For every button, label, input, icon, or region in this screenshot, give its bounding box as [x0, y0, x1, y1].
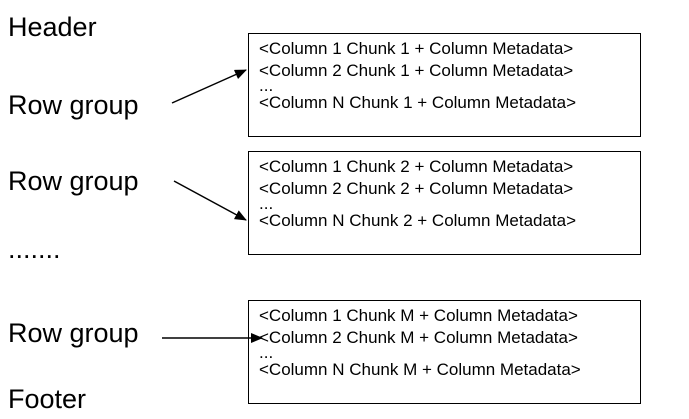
arrow-row-group-1: [171, 69, 247, 104]
arrow-row-group-2: [173, 180, 247, 221]
row-group-box-1: <Column 1 Chunk 1 + Column Metadata> <Co…: [248, 33, 641, 137]
box-1-line-4: <Column N Chunk 1 + Column Metadata>: [259, 93, 577, 112]
box-2-line-1: <Column 1 Chunk 2 + Column Metadata>: [259, 157, 574, 176]
box-2-line-2: <Column 2 Chunk 2 + Column Metadata>: [259, 179, 574, 198]
box-1-line-2: <Column 2 Chunk 1 + Column Metadata>: [259, 61, 574, 80]
header-label: Header: [8, 12, 97, 42]
box-3-line-2: <Column 2 Chunk M + Column Metadata>: [259, 328, 578, 347]
row-group-box-2: <Column 1 Chunk 2 + Column Metadata> <Co…: [248, 151, 641, 255]
row-group-label-2: Row group: [8, 166, 139, 196]
row-group-label-1: Row group: [8, 90, 139, 120]
row-group-label-3: Row group: [8, 318, 139, 348]
box-1-line-3: ...: [259, 76, 274, 95]
footer-label: Footer: [8, 384, 87, 414]
box-1-line-1: <Column 1 Chunk 1 + Column Metadata>: [259, 39, 574, 58]
row-group-box-3: <Column 1 Chunk M + Column Metadata> <Co…: [248, 300, 641, 404]
box-3-line-1: <Column 1 Chunk M + Column Metadata>: [259, 306, 578, 325]
ellipsis-label: .......: [8, 234, 61, 264]
box-2-line-4: <Column N Chunk 2 + Column Metadata>: [259, 211, 577, 230]
box-3-line-3: ...: [259, 343, 274, 362]
box-2-line-3: ...: [259, 194, 274, 213]
box-3-line-4: <Column N Chunk M + Column Metadata>: [259, 360, 581, 379]
